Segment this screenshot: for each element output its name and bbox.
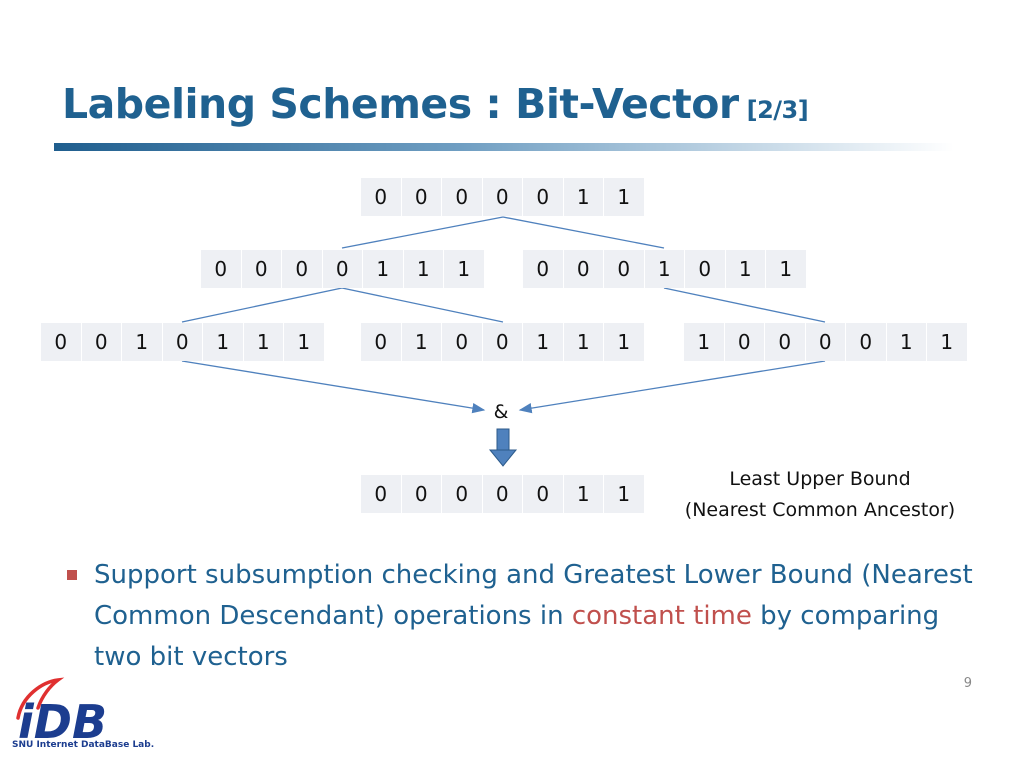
- logo-caption: SNU Internet DataBase Lab.: [12, 740, 155, 750]
- bit-cell: 0: [846, 323, 887, 361]
- bit-cell: 0: [361, 178, 402, 216]
- bit-cell: 0: [483, 178, 523, 216]
- bit-cell: 0: [523, 178, 564, 216]
- bit-cell: 1: [404, 250, 444, 288]
- edge-root-left: [341, 216, 504, 249]
- bit-cell: 0: [242, 250, 282, 288]
- bit-cell: 1: [604, 323, 645, 361]
- slide-title: Labeling Schemes : Bit-Vector[2/3]: [62, 80, 809, 128]
- bit-cell: 0: [361, 323, 402, 361]
- title-underline: [54, 143, 954, 151]
- bit-cell: 1: [604, 475, 645, 513]
- bit-cell: 1: [766, 250, 807, 288]
- bit-cell: 0: [806, 323, 846, 361]
- bit-cell: 1: [244, 323, 284, 361]
- bit-cell: 0: [685, 250, 726, 288]
- bullet-highlight: constant time: [571, 601, 752, 631]
- bit-cell: 1: [523, 323, 564, 361]
- svg-text:iDB: iDB: [18, 695, 107, 749]
- idb-logo: iDB: [16, 677, 107, 749]
- down-arrow-icon: [488, 428, 518, 467]
- bullet-square-icon: [67, 570, 77, 580]
- bit-cell: 0: [361, 475, 402, 513]
- edge-left-leaf1: [181, 287, 343, 323]
- bit-cell: 1: [122, 323, 163, 361]
- bit-cell: 1: [444, 250, 485, 288]
- edge-left-leaf2: [341, 287, 504, 323]
- bit-cell: 1: [203, 323, 244, 361]
- bit-cell: 0: [442, 178, 483, 216]
- bit-cell: 0: [523, 475, 564, 513]
- bit-cell: 0: [402, 475, 442, 513]
- bullet-text-after: by comparing two bit vectors: [94, 601, 940, 672]
- bit-cell: 1: [284, 323, 325, 361]
- bit-cell: 1: [927, 323, 968, 361]
- bit-cell: 1: [402, 323, 442, 361]
- bit-cell: 0: [564, 250, 604, 288]
- bit-cell: 1: [645, 250, 685, 288]
- bit-cell: 0: [523, 250, 564, 288]
- arrow-leaf3-to-and: [518, 360, 826, 414]
- bit-cell: 0: [402, 178, 442, 216]
- bullet-text: Support subsumption checking and Greates…: [94, 555, 974, 678]
- arrow-leaf1-to-and: [181, 360, 486, 414]
- edge-root-right: [502, 216, 665, 249]
- bit-cell: 1: [726, 250, 766, 288]
- page-number: 9: [963, 676, 972, 691]
- and-operator: &: [493, 401, 509, 423]
- bit-cell: 1: [684, 323, 725, 361]
- bit-cell: 1: [604, 178, 645, 216]
- bit-cell: 0: [82, 323, 122, 361]
- bit-cell: 0: [442, 323, 483, 361]
- bit-cell: 1: [564, 178, 604, 216]
- bit-cell: 0: [282, 250, 323, 288]
- result-label-line2: (Nearest Common Ancestor): [684, 499, 956, 521]
- bit-cell: 0: [163, 323, 203, 361]
- bit-cell: 0: [201, 250, 242, 288]
- bit-cell: 0: [483, 323, 523, 361]
- title-suffix: [2/3]: [746, 96, 809, 124]
- bit-cell: 0: [604, 250, 645, 288]
- bit-cell: 0: [725, 323, 765, 361]
- result-label-line1: Least Upper Bound: [729, 468, 911, 490]
- bit-cell: 1: [564, 475, 604, 513]
- bit-cell: 0: [442, 475, 483, 513]
- title-main: Labeling Schemes : Bit-Vector: [62, 80, 739, 128]
- result-label: Least Upper Bound (Nearest Common Ancest…: [660, 464, 980, 526]
- bit-cell: 1: [363, 250, 404, 288]
- edge-right-leaf3: [663, 287, 826, 323]
- bit-cell: 0: [41, 323, 82, 361]
- bullet-text-before: Support subsumption checking and Greates…: [94, 560, 973, 631]
- bit-cell: 0: [323, 250, 363, 288]
- bit-cell: 1: [564, 323, 604, 361]
- bit-cell: 0: [483, 475, 523, 513]
- bit-cell: 1: [887, 323, 927, 361]
- bit-cell: 0: [765, 323, 806, 361]
